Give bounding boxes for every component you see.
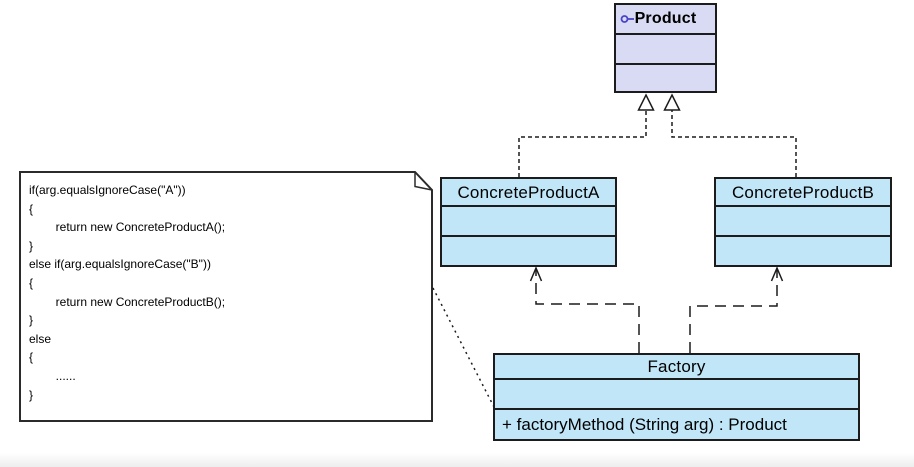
class-concrete-product-a-title: ConcreteProductA — [442, 179, 615, 205]
factory-operations-compartment: + factoryMethod (String arg) : Product — [495, 408, 858, 439]
class-name: ConcreteProductB — [731, 182, 875, 202]
code-line: } — [29, 387, 34, 402]
open-arrowhead — [770, 266, 784, 282]
code-line: else if(arg.equalsIgnoreCase("B")) — [29, 257, 211, 272]
class-name: ConcreteProductA — [457, 182, 600, 202]
code-line: ...... — [29, 368, 76, 383]
code-line: else — [29, 331, 52, 346]
class-product-title: Product — [616, 5, 715, 33]
code-line: { — [29, 350, 34, 365]
code-line: return new ConcreteProductB(); — [29, 294, 226, 309]
class-product: Product — [614, 3, 717, 93]
class-name: Factory — [647, 357, 706, 376]
class-factory-title: Factory — [495, 355, 858, 378]
code-line: } — [29, 238, 34, 253]
code-line: return new ConcreteProductA(); — [29, 220, 226, 235]
dependency-a-connector — [529, 266, 640, 353]
cpb-operations-compartment — [716, 235, 890, 265]
class-concrete-product-b: ConcreteProductB — [714, 177, 892, 267]
product-operations-compartment — [616, 63, 715, 91]
hollow-triangle-arrowhead — [637, 93, 655, 111]
class-name: Product — [634, 10, 697, 27]
realization-b-connector — [663, 93, 797, 177]
note-anchor-line — [432, 287, 495, 408]
realization-a-connector — [518, 93, 655, 177]
code-line: if(arg.equalsIgnoreCase("A")) — [29, 183, 186, 197]
interface-icon — [620, 14, 636, 24]
code-line: } — [29, 313, 34, 328]
cpa-attributes-compartment — [442, 205, 615, 235]
factory-method-operation: + factoryMethod (String arg) : Product — [502, 414, 787, 434]
code-lines: if(arg.equalsIgnoreCase("A")) { return ne… — [29, 181, 433, 404]
factory-attributes-compartment — [495, 378, 858, 408]
class-concrete-product-a: ConcreteProductA — [440, 177, 617, 267]
cpb-attributes-compartment — [716, 205, 890, 235]
code-line: { — [29, 201, 34, 216]
dependency-b-connector — [689, 266, 784, 353]
open-arrowhead — [529, 266, 543, 282]
code-note: if(arg.equalsIgnoreCase("A")) { return ne… — [20, 172, 433, 421]
product-attributes-compartment — [616, 33, 715, 63]
cpa-operations-compartment — [442, 235, 615, 265]
note-shape — [19, 171, 433, 422]
code-line: { — [29, 275, 34, 290]
hollow-triangle-arrowhead — [663, 93, 681, 111]
class-factory: Factory + factoryMethod (String arg) : P… — [493, 353, 860, 441]
class-concrete-product-b-title: ConcreteProductB — [716, 179, 890, 205]
